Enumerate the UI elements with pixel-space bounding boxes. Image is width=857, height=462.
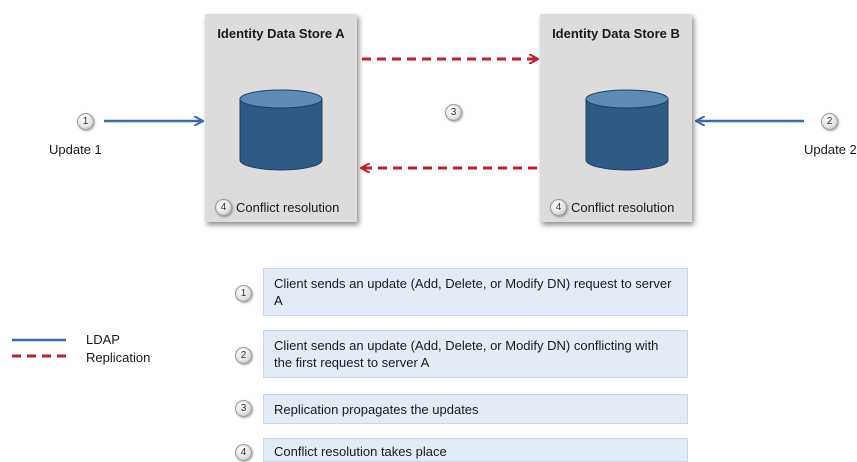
store-a-conflict-label: Conflict resolution [236, 200, 340, 215]
store-b-title: Identity Data Store B [552, 26, 680, 41]
legend-replication-label: Replication [86, 350, 151, 365]
step-box-4: Conflict resolution takes place [263, 438, 688, 462]
step-badge-icon: 1 [235, 285, 252, 302]
identity-data-store-a: Identity Data Store A 4 Conflict resolut… [205, 14, 357, 222]
update-2-label: Update 2 [804, 142, 857, 157]
update-1-label: Update 1 [49, 142, 102, 157]
update-1-badge-icon: 1 [77, 113, 94, 130]
legend-ldap-label: LDAP [86, 332, 120, 347]
store-b-conflict-label: Conflict resolution [571, 200, 675, 215]
database-cylinder-icon [239, 89, 323, 171]
store-a-conflict-resolution: 4 Conflict resolution [215, 199, 339, 216]
update-2-badge-icon: 2 [821, 113, 838, 130]
replication-step-badge-icon: 3 [445, 104, 462, 121]
step-badge-icon: 2 [235, 347, 252, 364]
step-badge-icon: 4 [235, 444, 252, 461]
identity-data-store-b: Identity Data Store B 4 Conflict resolut… [540, 14, 692, 222]
store-b-conflict-resolution: 4 Conflict resolution [550, 199, 674, 216]
step-badge-icon: 4 [550, 199, 567, 216]
step-badge-icon: 3 [235, 400, 252, 417]
step-box-2: Client sends an update (Add, Delete, or … [263, 330, 688, 378]
step-box-3: Replication propagates the updates [263, 394, 688, 424]
store-a-title: Identity Data Store A [217, 26, 345, 41]
step-badge-icon: 4 [215, 199, 232, 216]
database-cylinder-icon [585, 89, 669, 171]
step-box-1: Client sends an update (Add, Delete, or … [263, 268, 688, 316]
